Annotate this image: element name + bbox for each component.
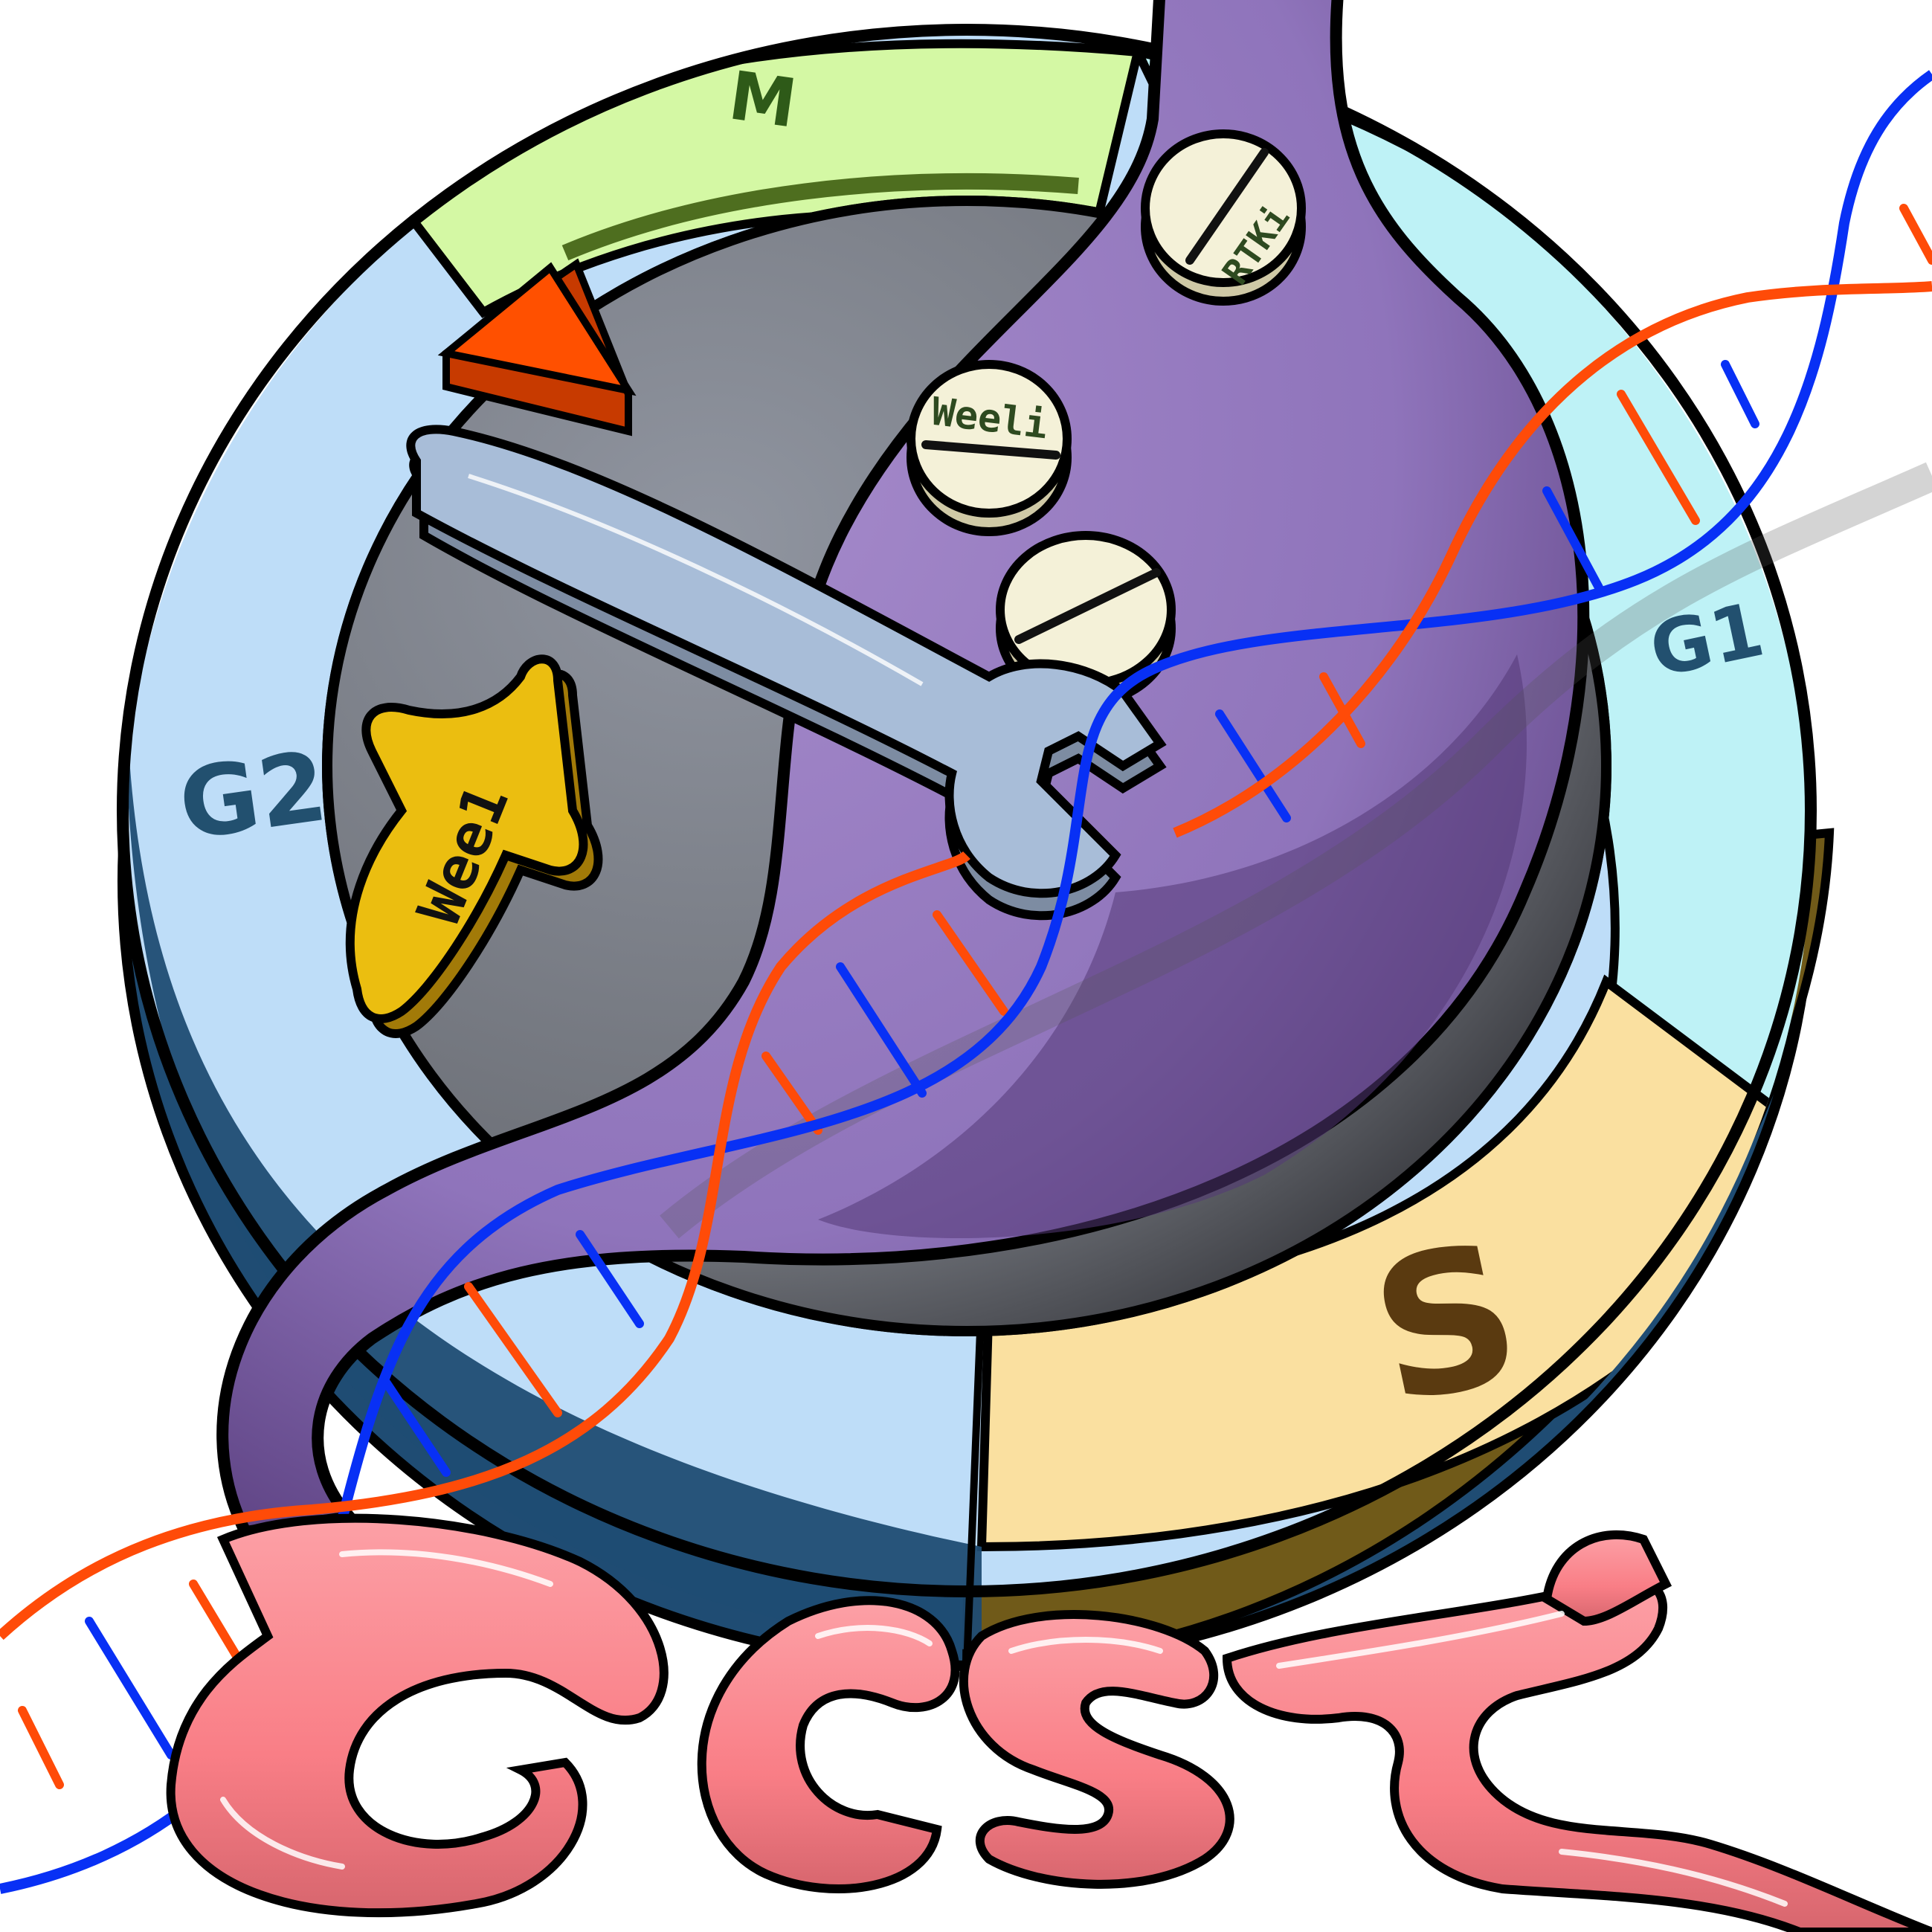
phase-label-g2: G2 <box>173 730 333 862</box>
pill-weeli: Weeli <box>907 360 1072 536</box>
intestine-icon <box>166 1513 1932 1932</box>
wee1-arrow-icon: Wee1 <box>345 654 603 1038</box>
pill-rtki: RTKi <box>1141 129 1306 306</box>
pointer-icon <box>437 258 637 437</box>
phase-label-m: M <box>724 57 801 143</box>
wrench-icon <box>406 425 1167 921</box>
